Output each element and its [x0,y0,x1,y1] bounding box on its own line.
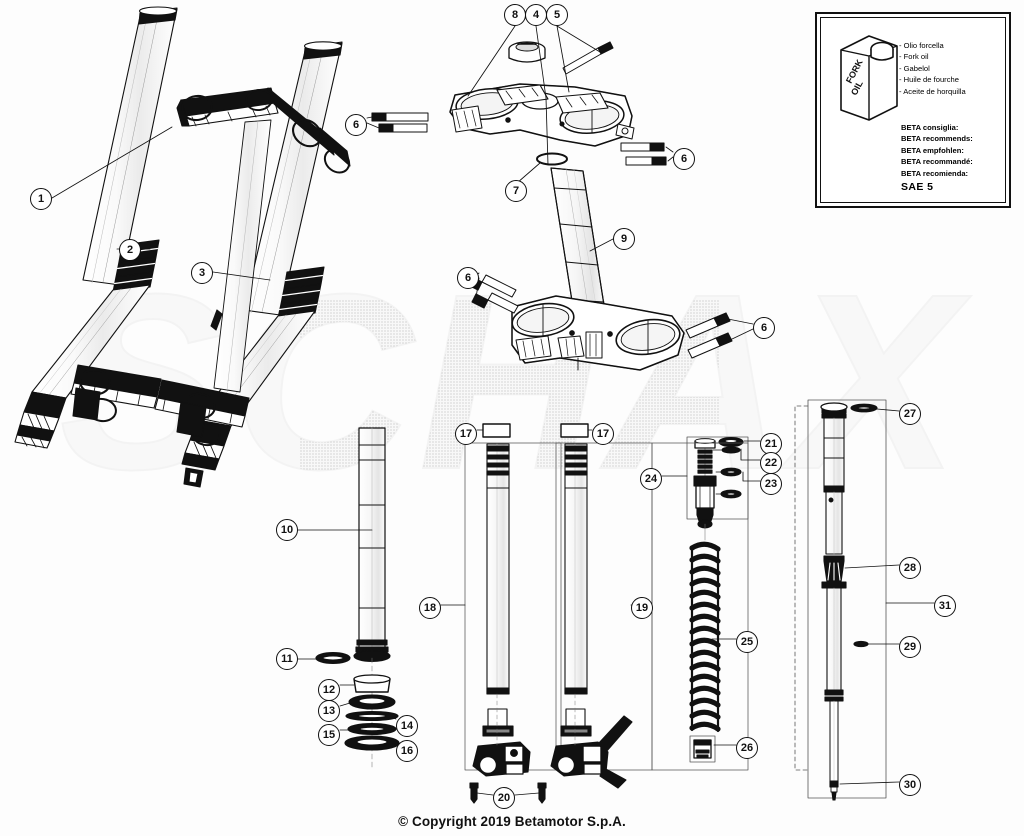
fork-oil-legend-box: FORK OIL - Olio forcella - Fork oil - Ga… [815,12,1011,208]
valve-assembly [686,436,749,529]
callout-8[interactable]: 8 [504,4,526,26]
bolts-6-lower-right [685,312,733,359]
callout-29[interactable]: 29 [899,636,921,658]
callout-22[interactable]: 22 [760,452,782,474]
upper-triple-clamp [449,41,635,166]
oil-name-de: - Gabelol [899,63,930,73]
callout-17b[interactable]: 17 [592,423,614,445]
callout-16[interactable]: 16 [396,740,418,762]
callout-2[interactable]: 2 [119,239,141,261]
beta-rec-fr: BETA recommandé: [901,157,973,167]
fork-oil-bottle-icon: FORK OIL [840,35,898,121]
beta-rec-de: BETA empfohlen: [901,145,964,155]
callout-24[interactable]: 24 [640,468,662,490]
callout-14[interactable]: 14 [396,715,418,737]
callout-20[interactable]: 20 [493,787,515,809]
bolts-6-upper-right [620,142,667,166]
callout-28[interactable]: 28 [899,557,921,579]
oil-name-en: - Fork oil [899,52,929,62]
callout-5[interactable]: 5 [546,4,568,26]
callout-19[interactable]: 19 [631,597,653,619]
callout-3[interactable]: 3 [191,262,213,284]
callout-31[interactable]: 31 [934,595,956,617]
oil-name-list: - Olio forcella - Fork oil - Gabelol - H… [899,40,966,97]
stem-column [315,427,400,771]
lower-triple-clamp [511,295,685,371]
callout-9[interactable]: 9 [613,228,635,250]
copyright-notice: © Copyright 2019 Betamotor S.p.A. [398,814,626,829]
callout-25[interactable]: 25 [736,631,758,653]
beta-rec-it: BETA consiglia: [901,123,959,132]
main-spring [651,442,749,771]
fork-tube-right [537,423,633,804]
handlebar-clamps [70,87,351,447]
callout-6c[interactable]: 6 [457,267,479,289]
callout-13[interactable]: 13 [318,700,340,722]
callout-12[interactable]: 12 [318,679,340,701]
callout-11[interactable]: 11 [276,648,298,670]
fork-tube-assemblies [464,423,653,804]
oil-name-fr: - Huile de fourche [899,75,959,85]
bolt-5 [562,41,614,75]
callout-7[interactable]: 7 [505,180,527,202]
right-fork-leg [181,41,343,488]
callout-6a[interactable]: 6 [345,114,367,136]
callout-30[interactable]: 30 [899,774,921,796]
callout-23[interactable]: 23 [760,473,782,495]
cartridge-assembly [794,399,887,801]
callout-6d[interactable]: 6 [753,317,775,339]
callout-26[interactable]: 26 [736,737,758,759]
legend-inner-frame: FORK OIL - Olio forcella - Fork oil - Ga… [820,17,1006,203]
beta-recommendation-list: BETA consiglia: BETA recommends: BETA em… [901,122,973,179]
callout-6b[interactable]: 6 [673,148,695,170]
callout-4[interactable]: 4 [525,4,547,26]
callout-17a[interactable]: 17 [455,423,477,445]
beta-rec-en: BETA recommends: [901,134,973,144]
oil-grade-value: SAE 5 [901,181,934,193]
callout-15[interactable]: 15 [318,724,340,746]
callout-18[interactable]: 18 [419,597,441,619]
callout-10[interactable]: 10 [276,519,298,541]
oil-name-es: - Aceite de horquilla [899,86,966,96]
callout-27[interactable]: 27 [899,403,921,425]
beta-rec-es: BETA recomienda: [901,168,969,178]
left-fork-leg [14,6,178,449]
bolts-6-upper-left [371,112,429,133]
leader-lines [51,25,935,796]
callout-1[interactable]: 1 [30,188,52,210]
fork-tube-left [469,423,531,804]
oil-name-it: - Olio forcella [899,41,944,50]
